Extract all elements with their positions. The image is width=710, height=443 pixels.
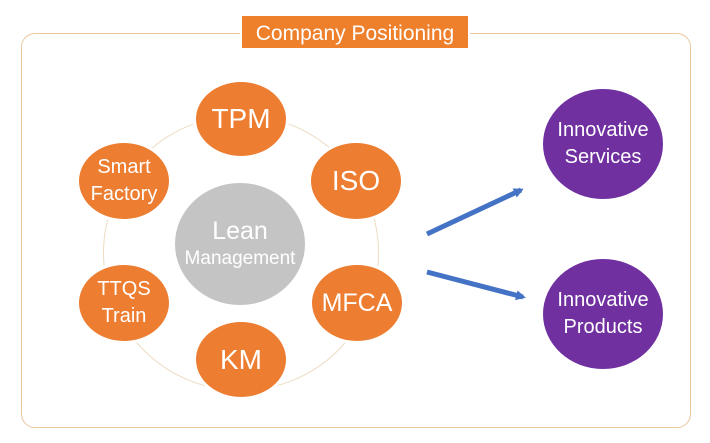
mfca-node: MFCA: [309, 262, 405, 344]
tpm-label: TPM: [211, 103, 271, 134]
iso-label: ISO: [331, 165, 381, 196]
ttqs-label-line1: TTQS: [97, 278, 151, 300]
ttqs-train-node: TTQS Train: [76, 262, 172, 344]
km-node: KM: [193, 319, 289, 400]
products-label-line1: Innovative: [557, 289, 649, 311]
lean-management-node: Lean Management: [175, 183, 305, 305]
tpm-node: TPM: [193, 79, 289, 159]
services-label-line2: Services: [564, 146, 642, 168]
mfca-label: MFCA: [321, 288, 393, 317]
ttqs-label-line2: Train: [101, 305, 147, 327]
iso-node: ISO: [308, 140, 404, 222]
smart-factory-node: Smart Factory: [76, 140, 172, 222]
services-label-line1: Innovative: [557, 119, 649, 141]
diagram-title: Company Positioning: [240, 14, 470, 50]
smart-factory-label-line2: Factory: [90, 183, 158, 205]
smart-factory-label-line1: Smart: [97, 156, 151, 178]
km-label: KM: [220, 343, 262, 375]
lean-label-line1: Lean: [212, 217, 268, 245]
products-label-line2: Products: [563, 316, 643, 338]
lean-label-line2: Management: [184, 248, 296, 269]
innovative-products-node: Innovative Products: [543, 259, 663, 369]
innovative-services-node: Innovative Services: [543, 89, 663, 199]
